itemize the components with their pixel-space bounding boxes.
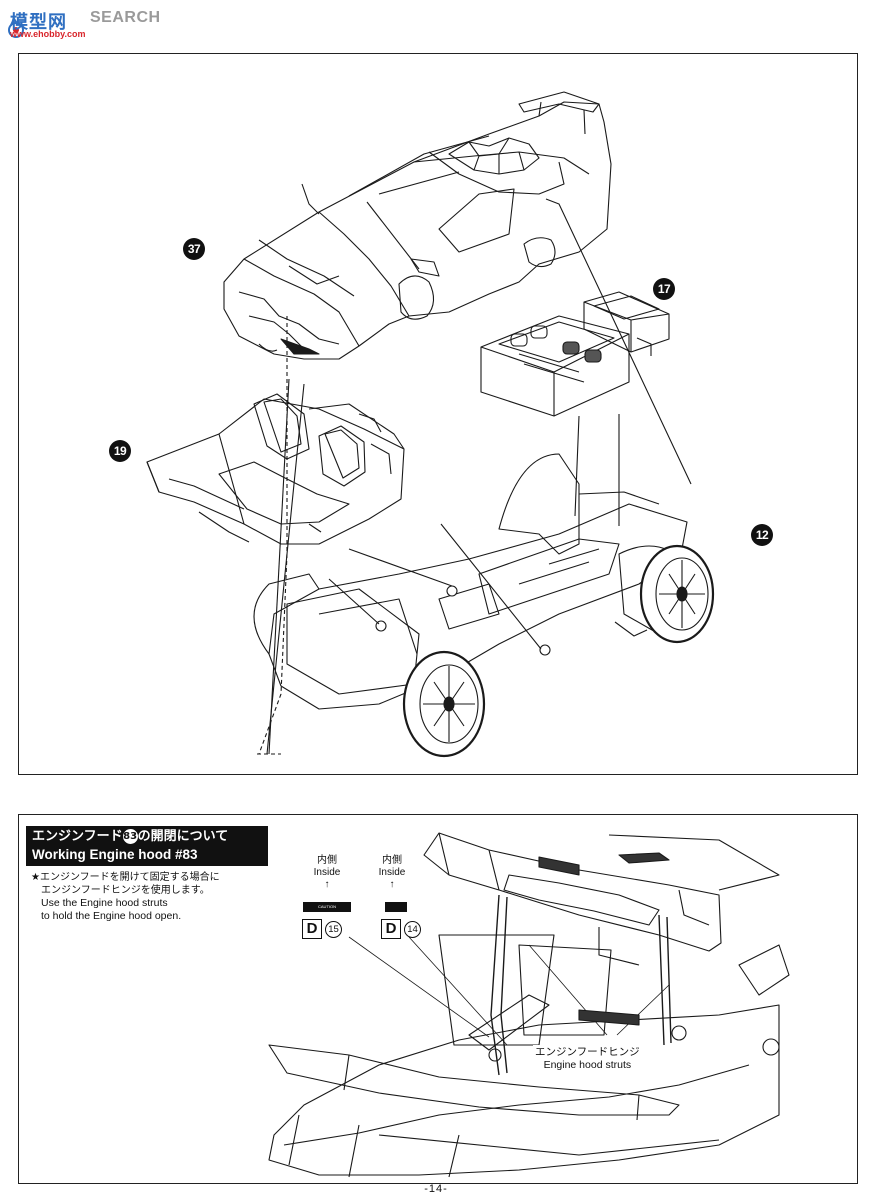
engine-hood-strut-label: エンジンフードヒンジ Engine hood struts — [533, 1045, 642, 1073]
page-number: -14- — [424, 1183, 448, 1195]
engine-hood-panel: エンジンフード83の開閉について Working Engine hood #83… — [18, 814, 858, 1184]
assembly-guide-lines — [257, 198, 692, 755]
note-en-line-1: Use the Engine hood struts — [41, 897, 168, 909]
note-en-line-2: to hold the Engine hood open. — [41, 910, 182, 922]
part-number-badge: 83 — [122, 829, 138, 844]
section-title-jp: エンジンフード83の開閉について — [32, 829, 229, 844]
callout-chassis: 12 — [751, 524, 773, 546]
note-jp-line-1: ★エンジンフードを開けて固定する場合に — [31, 872, 220, 883]
decal-a-sticker: CAUTION — [303, 902, 351, 912]
decal-sheet-d-icon: D — [302, 919, 322, 939]
callout-engine: 17 — [653, 278, 675, 300]
chassis-outline — [253, 453, 715, 758]
watermark-site-url: www.ehobby.com — [10, 29, 86, 39]
watermark: 模型网 www.ehobby.com SEARCH — [4, 4, 164, 40]
decal-b-part-label: D 14 — [381, 919, 421, 939]
watermark-logo-icon — [8, 22, 24, 38]
assembly-diagram-panel: 37 17 19 12 — [18, 53, 858, 775]
callout-body: 37 — [183, 238, 205, 260]
decal-b-sticker — [385, 902, 407, 912]
decal-number: 15 — [325, 920, 342, 938]
interior-tub-outline — [146, 393, 405, 545]
watermark-search: SEARCH — [90, 9, 161, 26]
decal-sheet-d-icon: D — [381, 919, 401, 939]
section-title-en: Working Engine hood #83 — [32, 847, 198, 862]
decal-a-part-label: D 15 — [302, 919, 342, 939]
assembly-exploded-view — [146, 91, 715, 758]
decal-b-inside-label: 内側 Inside ↑ — [378, 855, 406, 890]
engine-assembly-outline — [480, 291, 670, 417]
decal-number: 14 — [404, 920, 421, 938]
instruction-note: ★エンジンフードを開けて固定する場合に エンジンフードヒンジを使用します。 Us… — [31, 871, 220, 923]
callout-interior: 19 — [109, 440, 131, 462]
note-jp-line-2: エンジンフードヒンジを使用します。 — [41, 885, 210, 896]
watermark-site-name: 模型网 — [10, 12, 67, 33]
car-body-outline — [223, 91, 612, 360]
section-title: エンジンフード83の開閉について Working Engine hood #83 — [26, 826, 268, 866]
decal-a-inside-label: 内側 Inside ↑ — [313, 855, 341, 890]
